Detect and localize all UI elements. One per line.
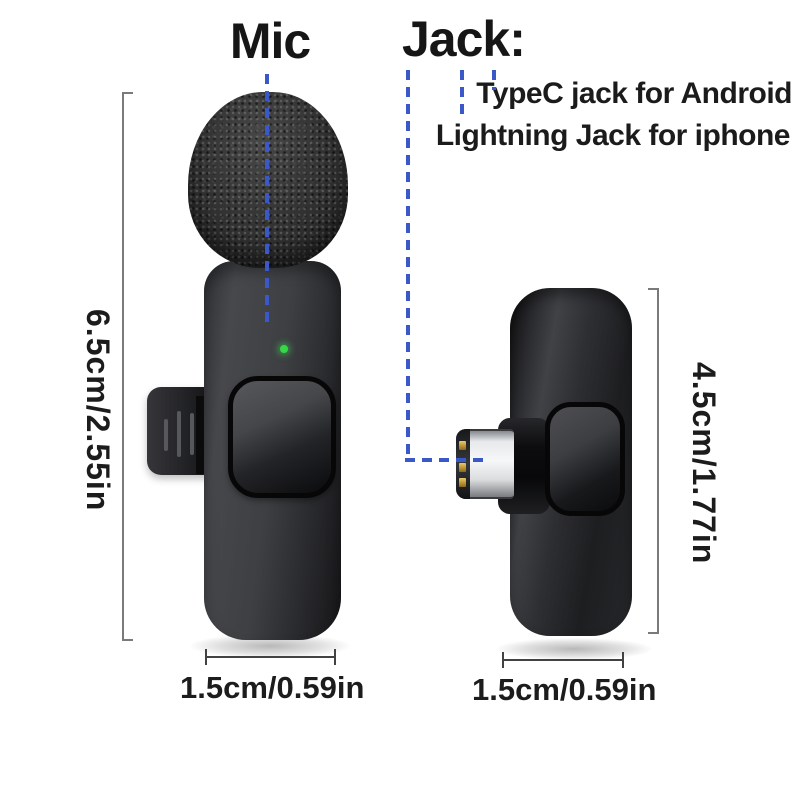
- mic-height-bracket: [122, 92, 133, 641]
- mic-title: Mic: [229, 13, 311, 69]
- usb-c-pin: [459, 463, 466, 472]
- receiver-height-bracket: [648, 288, 659, 634]
- mic-width-line: [205, 649, 336, 665]
- usb-c-pin: [459, 441, 466, 450]
- jack-title: Jack:: [402, 11, 526, 67]
- mic-leader-line: [265, 74, 269, 326]
- mic-height-label: 6.5cm/2.55in: [80, 309, 116, 512]
- clip-ridge: [190, 413, 194, 455]
- mic-power-led: [280, 345, 288, 353]
- mic-width-label: 1.5cm/0.59in: [180, 670, 365, 705]
- jack-note-lightning: Lightning Jack for iphone: [435, 119, 791, 152]
- receiver-glossy-panel: [545, 402, 625, 516]
- receiver-height-label: 4.5cm/1.77in: [686, 362, 722, 565]
- receiver-width-label: 1.5cm/0.59in: [472, 672, 657, 707]
- mic-glossy-panel: [228, 376, 336, 498]
- receiver-width-line: [502, 652, 624, 668]
- jack-leader-line-vertical: [406, 70, 410, 456]
- usb-c-pin: [459, 478, 466, 487]
- clip-ridge: [164, 419, 168, 451]
- jack-leader-line-horizontal: [405, 458, 489, 462]
- jack-note-typec: TypeC jack for Android: [476, 77, 792, 110]
- jack-leader-line-short: [460, 70, 464, 120]
- clip-ridge: [177, 411, 181, 457]
- jack-leader-line-shortest: [492, 70, 496, 90]
